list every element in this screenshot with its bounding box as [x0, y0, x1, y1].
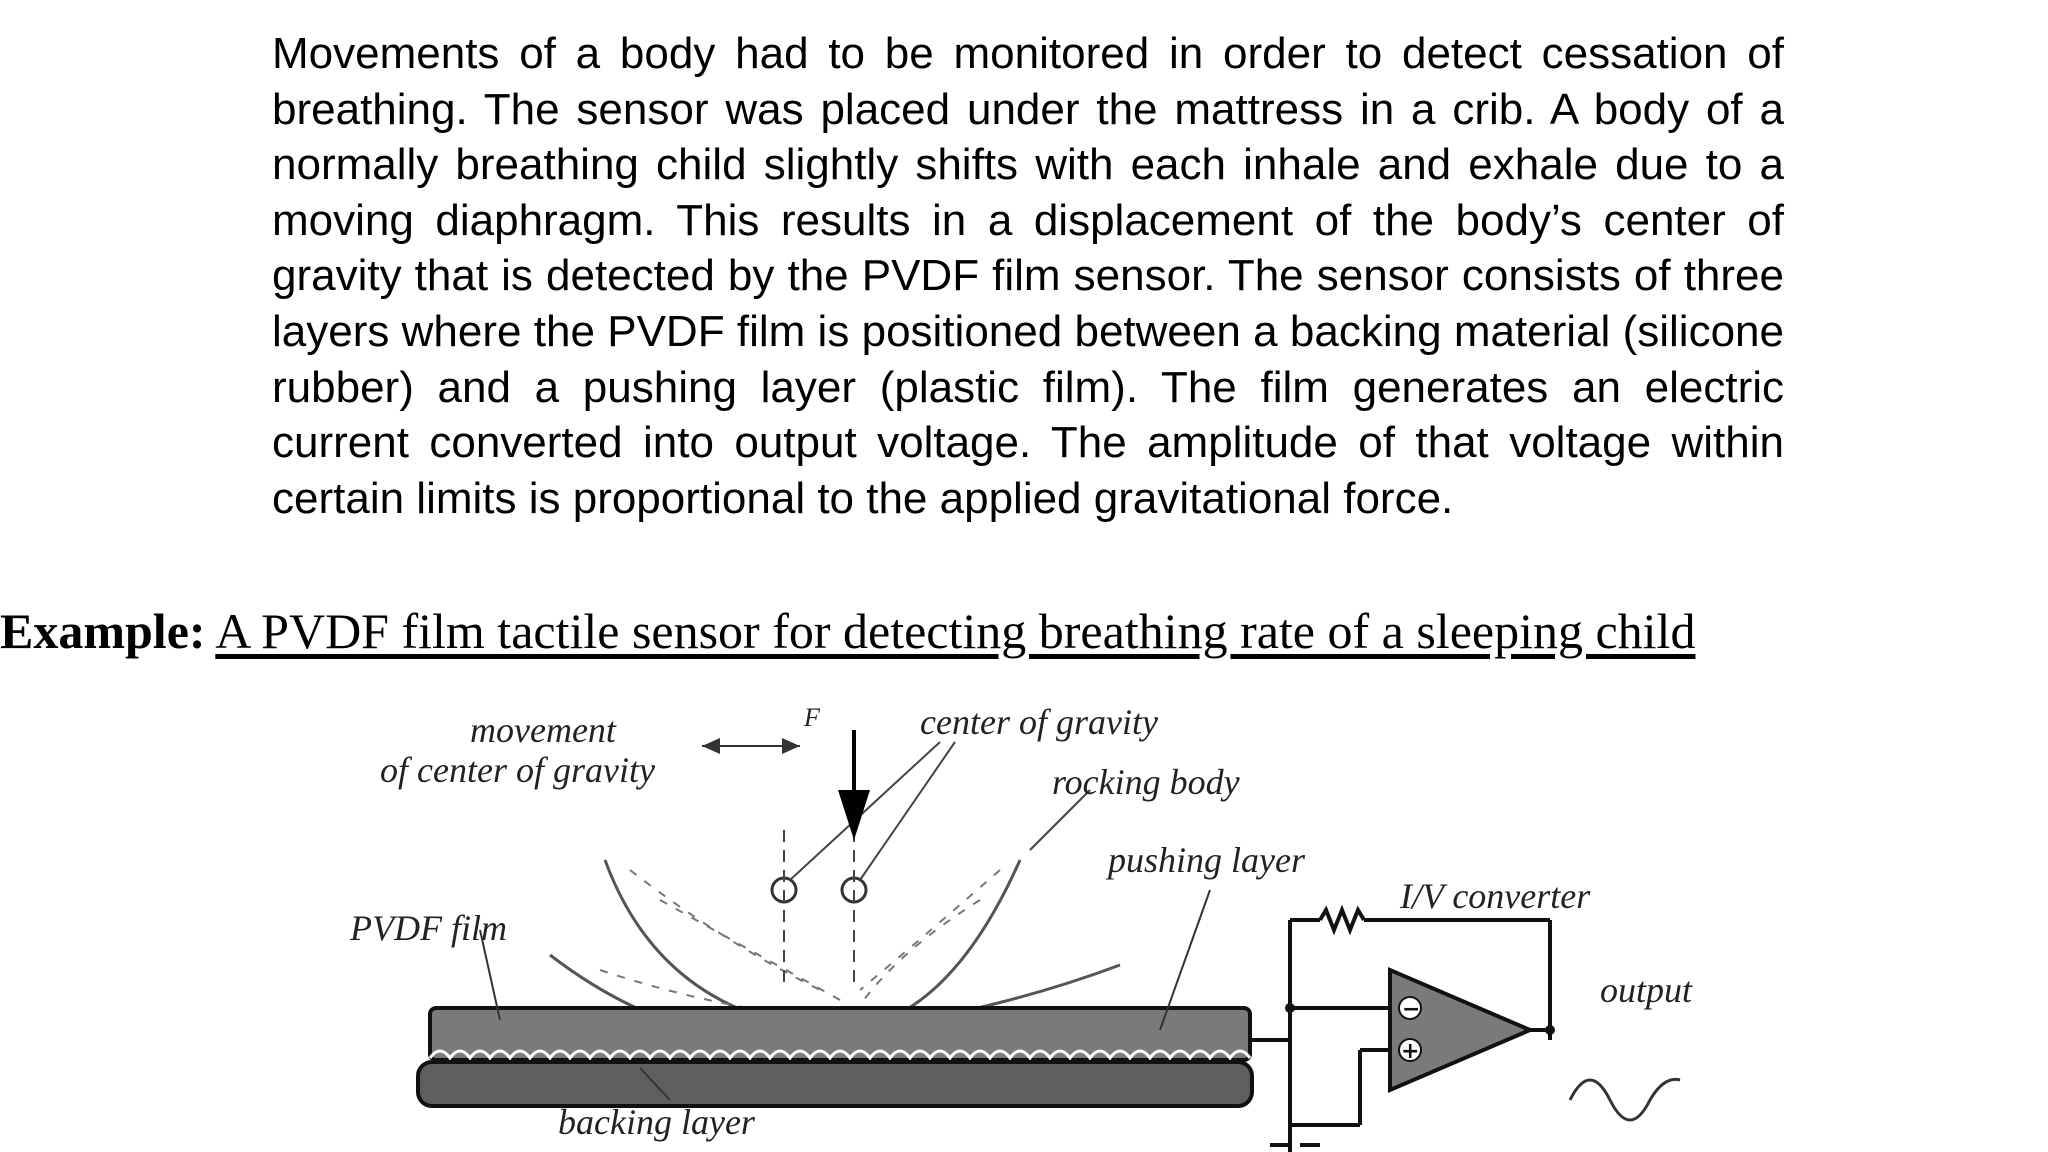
pvdf-film-label: PVDF film	[349, 908, 507, 948]
sensor-diagram: F − +	[300, 690, 1740, 1152]
pvdf-film-leader	[479, 929, 501, 1021]
force-arrow-head	[838, 790, 870, 840]
pushing-layer-leader	[1159, 889, 1211, 1031]
cog-leader-2	[859, 741, 956, 881]
rocking-body-arc	[603, 859, 1022, 1033]
body-mass-dashes	[599, 869, 1001, 1021]
op-amp-symbol	[1388, 966, 1536, 1094]
op-amp-plus-pin	[1398, 1038, 1422, 1062]
iv-converter-circuit	[1250, 904, 1552, 1152]
center-of-gravity-label: center of gravity	[920, 702, 1158, 742]
backing-layer-shape	[416, 1060, 1254, 1108]
body-paragraph: Movements of a body had to be monitored …	[272, 29, 1784, 523]
op-amp-minus-sign: −	[1402, 997, 1420, 1022]
pvdf-film-wave	[428, 1049, 1252, 1061]
sensor-diagram-svg: F − +	[349, 702, 1693, 1152]
example-title: A PVDF film tactile sensor for detecting…	[215, 603, 1696, 659]
backing-layer-leader	[639, 1067, 671, 1101]
movement-arrow-left	[702, 738, 720, 754]
op-amp-minus-pin	[1398, 996, 1422, 1020]
junction-dot-1	[1285, 1003, 1295, 1013]
op-amp-plus-sign: +	[1401, 1039, 1419, 1064]
example-heading: Example: A PVDF film tactile sensor for …	[0, 602, 2048, 660]
movement-label-line1: movement	[470, 710, 617, 750]
rocking-body-leader	[1029, 789, 1091, 851]
backing-layer-label: backing layer	[558, 1102, 756, 1142]
output-label: output	[1600, 970, 1693, 1010]
cog-leader-1	[789, 741, 941, 881]
movement-label-line2: of center of gravity	[380, 750, 655, 790]
output-waveform	[1568, 1077, 1681, 1122]
force-label: F	[803, 703, 821, 732]
rocking-body-label: rocking body	[1052, 762, 1240, 802]
iv-converter-label: I/V converter	[1399, 876, 1591, 916]
pushing-layer-label: pushing layer	[1105, 840, 1306, 880]
movement-arrow-right	[782, 738, 800, 754]
junction-dot-2	[1545, 1025, 1555, 1035]
example-label: Example:	[0, 603, 206, 659]
